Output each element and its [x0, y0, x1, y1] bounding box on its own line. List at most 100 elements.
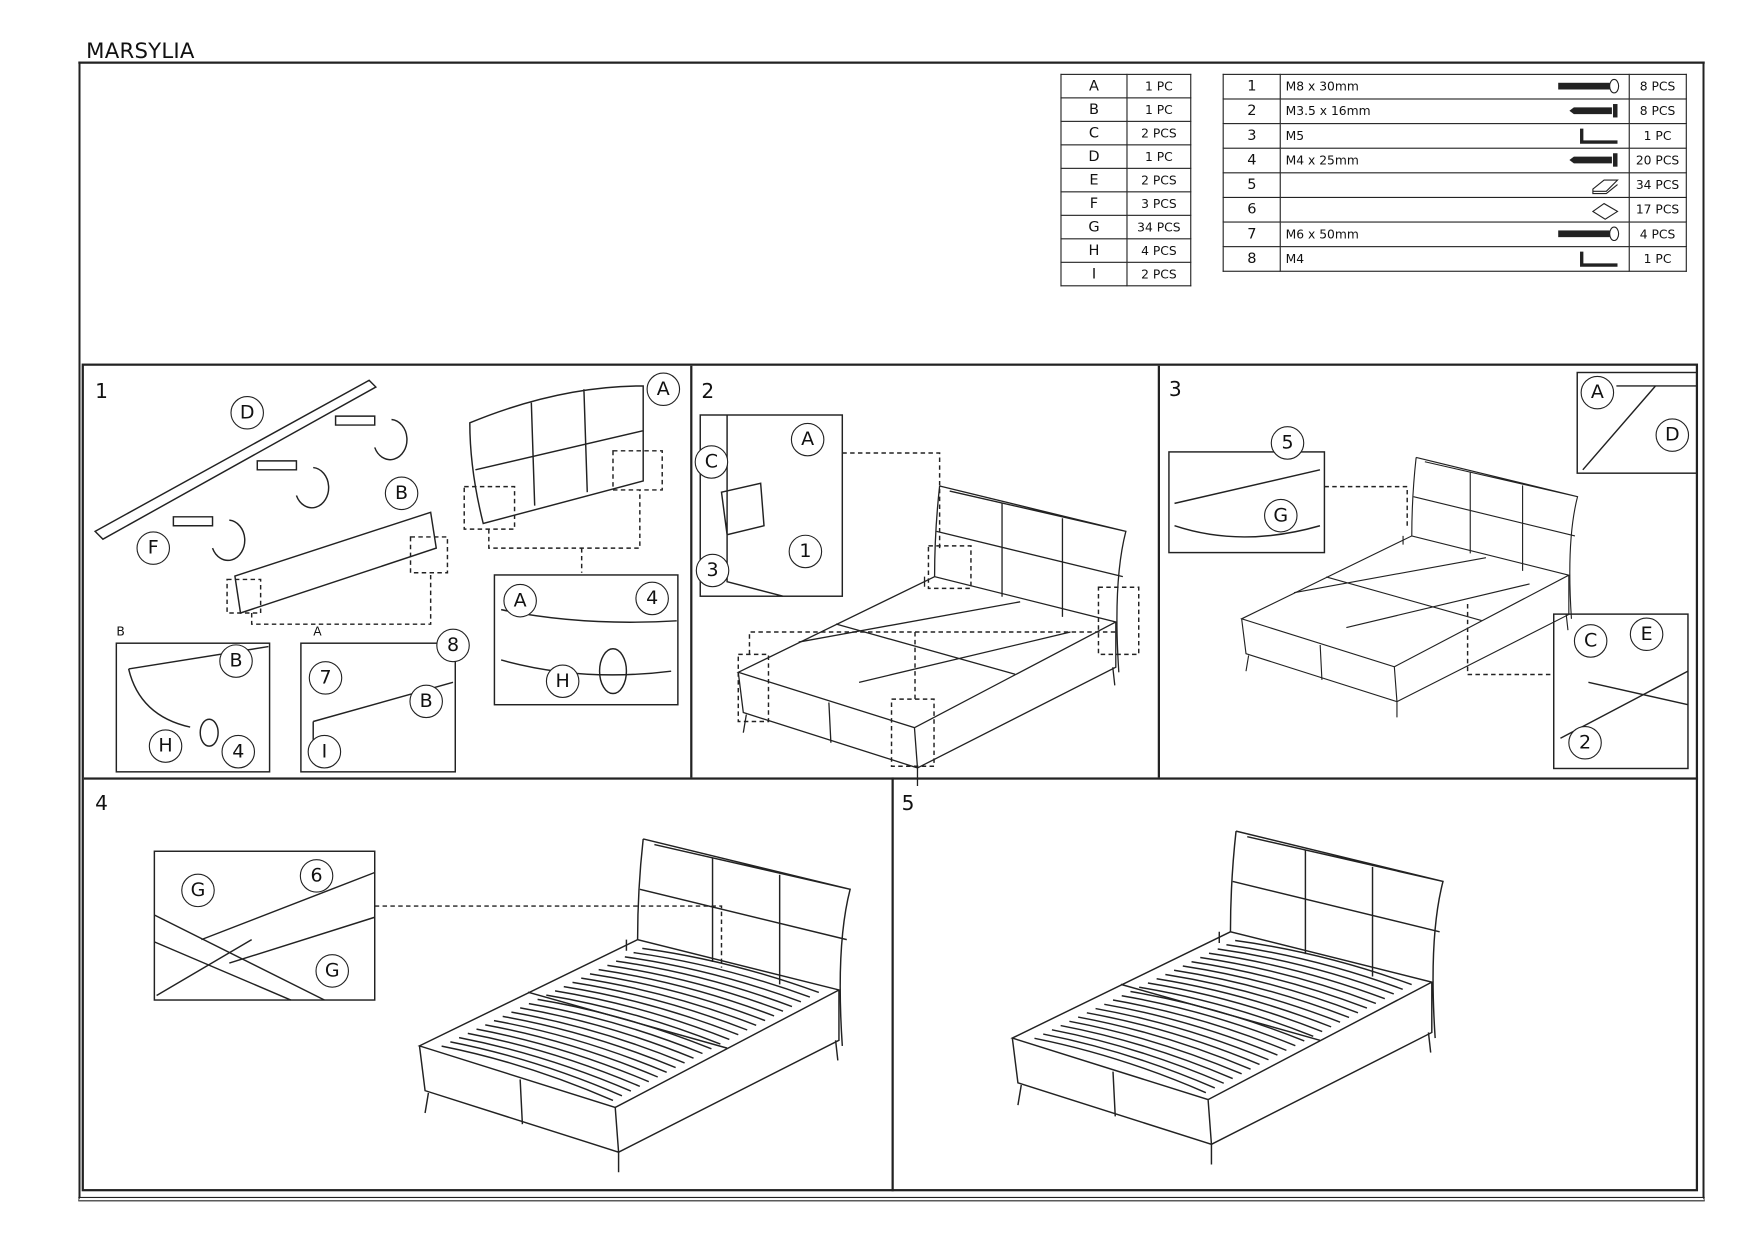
bed-legs: [742, 576, 1116, 787]
slat: [1112, 999, 1287, 1052]
part-id: H: [1060, 238, 1128, 263]
hardware-qty: 17 PCS: [1628, 196, 1687, 223]
slat: [1226, 944, 1403, 990]
bed-frame: [417, 938, 841, 1153]
headboard-outline: [933, 485, 1127, 673]
slat: [581, 977, 757, 1026]
headboard-outline: [1229, 830, 1444, 1039]
part-id: I: [1060, 261, 1128, 287]
steps-grid: [81, 363, 1699, 1192]
part-callout: 5: [1270, 426, 1305, 460]
slat: [467, 1032, 641, 1088]
part-callout: A: [503, 583, 537, 618]
slat: [633, 951, 811, 998]
slat: [1208, 952, 1386, 1000]
headboard-tufting: [936, 503, 1124, 617]
step-number: 3: [1168, 378, 1182, 402]
bed-frame: [1010, 931, 1434, 1146]
slat: [1051, 1029, 1225, 1084]
hardware-spec-cell: M4: [1280, 246, 1630, 272]
part-qty: 2 PCS: [1126, 261, 1192, 287]
detail-panel: [1553, 613, 1689, 770]
hardware-spec: M4 x 25mm: [1285, 153, 1359, 168]
part-qty: 2 PCS: [1126, 120, 1192, 146]
part-callout: 6: [299, 859, 334, 893]
hardware-qty: 8 PCS: [1628, 98, 1687, 125]
slat: [528, 1002, 703, 1055]
slat: [598, 968, 775, 1017]
hardware-spec: M6 x 50mm: [1285, 227, 1359, 242]
allen-key-icon: [1579, 251, 1619, 271]
col-divider: [690, 365, 693, 778]
slat: [476, 1028, 650, 1083]
part-qty: 1 PC: [1126, 144, 1192, 169]
part-callout: A: [790, 422, 825, 457]
part-id: D: [1060, 144, 1128, 169]
part-callout: E: [1629, 617, 1664, 652]
slat: [1077, 1016, 1251, 1070]
hardware-number: 1: [1222, 73, 1282, 100]
bed-frame: [736, 575, 1118, 769]
slat: [1200, 956, 1377, 1005]
hardware-spec: M8 x 30mm: [1285, 79, 1359, 94]
slat: [458, 1036, 632, 1092]
step-number: 2: [701, 380, 715, 404]
part-callout: B: [384, 476, 419, 511]
step-number: 5: [901, 791, 915, 816]
part-callout: 7: [308, 661, 343, 695]
hardware-spec-cell: [1280, 172, 1630, 199]
headboard-tufting: [1413, 472, 1576, 571]
slat: [546, 994, 721, 1045]
slat: [441, 1045, 614, 1102]
part-callout: A: [1580, 375, 1615, 410]
part-callout: G: [315, 954, 350, 988]
screw-icon: [1568, 153, 1619, 170]
side-rail-b-drawing: [234, 511, 438, 614]
part-callout: B: [409, 684, 443, 719]
step-number: 4: [95, 791, 108, 816]
bed-drawing: [1010, 830, 1444, 1165]
step-number: 1: [95, 380, 108, 404]
hardware-qty: 34 PCS: [1628, 172, 1687, 198]
headboard-tufting: [639, 857, 847, 985]
part-callout: H: [148, 729, 183, 763]
slat-holder-icon: [1590, 178, 1619, 199]
hardware-number: 3: [1222, 123, 1282, 149]
slat: [1086, 1012, 1260, 1066]
screw-icon: [1568, 104, 1619, 121]
hardware-spec: M3.5 x 16mm: [1285, 104, 1371, 119]
slat: [493, 1019, 667, 1073]
part-callout: 1: [788, 534, 823, 569]
headboard-a-drawing: [469, 385, 644, 525]
hardware-number: 8: [1222, 246, 1282, 272]
hardware-spec-cell: M4 x 25mm: [1280, 147, 1630, 174]
col-divider: [1157, 365, 1160, 778]
slat: [607, 964, 784, 1012]
hardware-qty: 1 PC: [1628, 123, 1687, 149]
headboard-outline: [1411, 456, 1579, 619]
hardware-number: 5: [1222, 172, 1282, 198]
hardware-qty: 1 PC: [1628, 246, 1687, 272]
part-callout: 8: [436, 628, 470, 663]
part-callout: 4: [635, 581, 669, 616]
slat: [1121, 995, 1296, 1047]
slat-cap-icon: [1590, 202, 1619, 223]
hardware-spec-cell: M3.5 x 16mm: [1280, 98, 1630, 125]
part-callout: C: [1573, 624, 1608, 658]
slat: [520, 1007, 694, 1059]
slat: [572, 981, 748, 1031]
headboard-outline: [636, 838, 852, 1046]
detail-label: B: [116, 624, 125, 639]
slat: [1156, 978, 1332, 1028]
hardware-number: 7: [1222, 221, 1282, 248]
col-divider: [891, 777, 894, 1192]
part-qty: 2 PCS: [1126, 167, 1192, 193]
